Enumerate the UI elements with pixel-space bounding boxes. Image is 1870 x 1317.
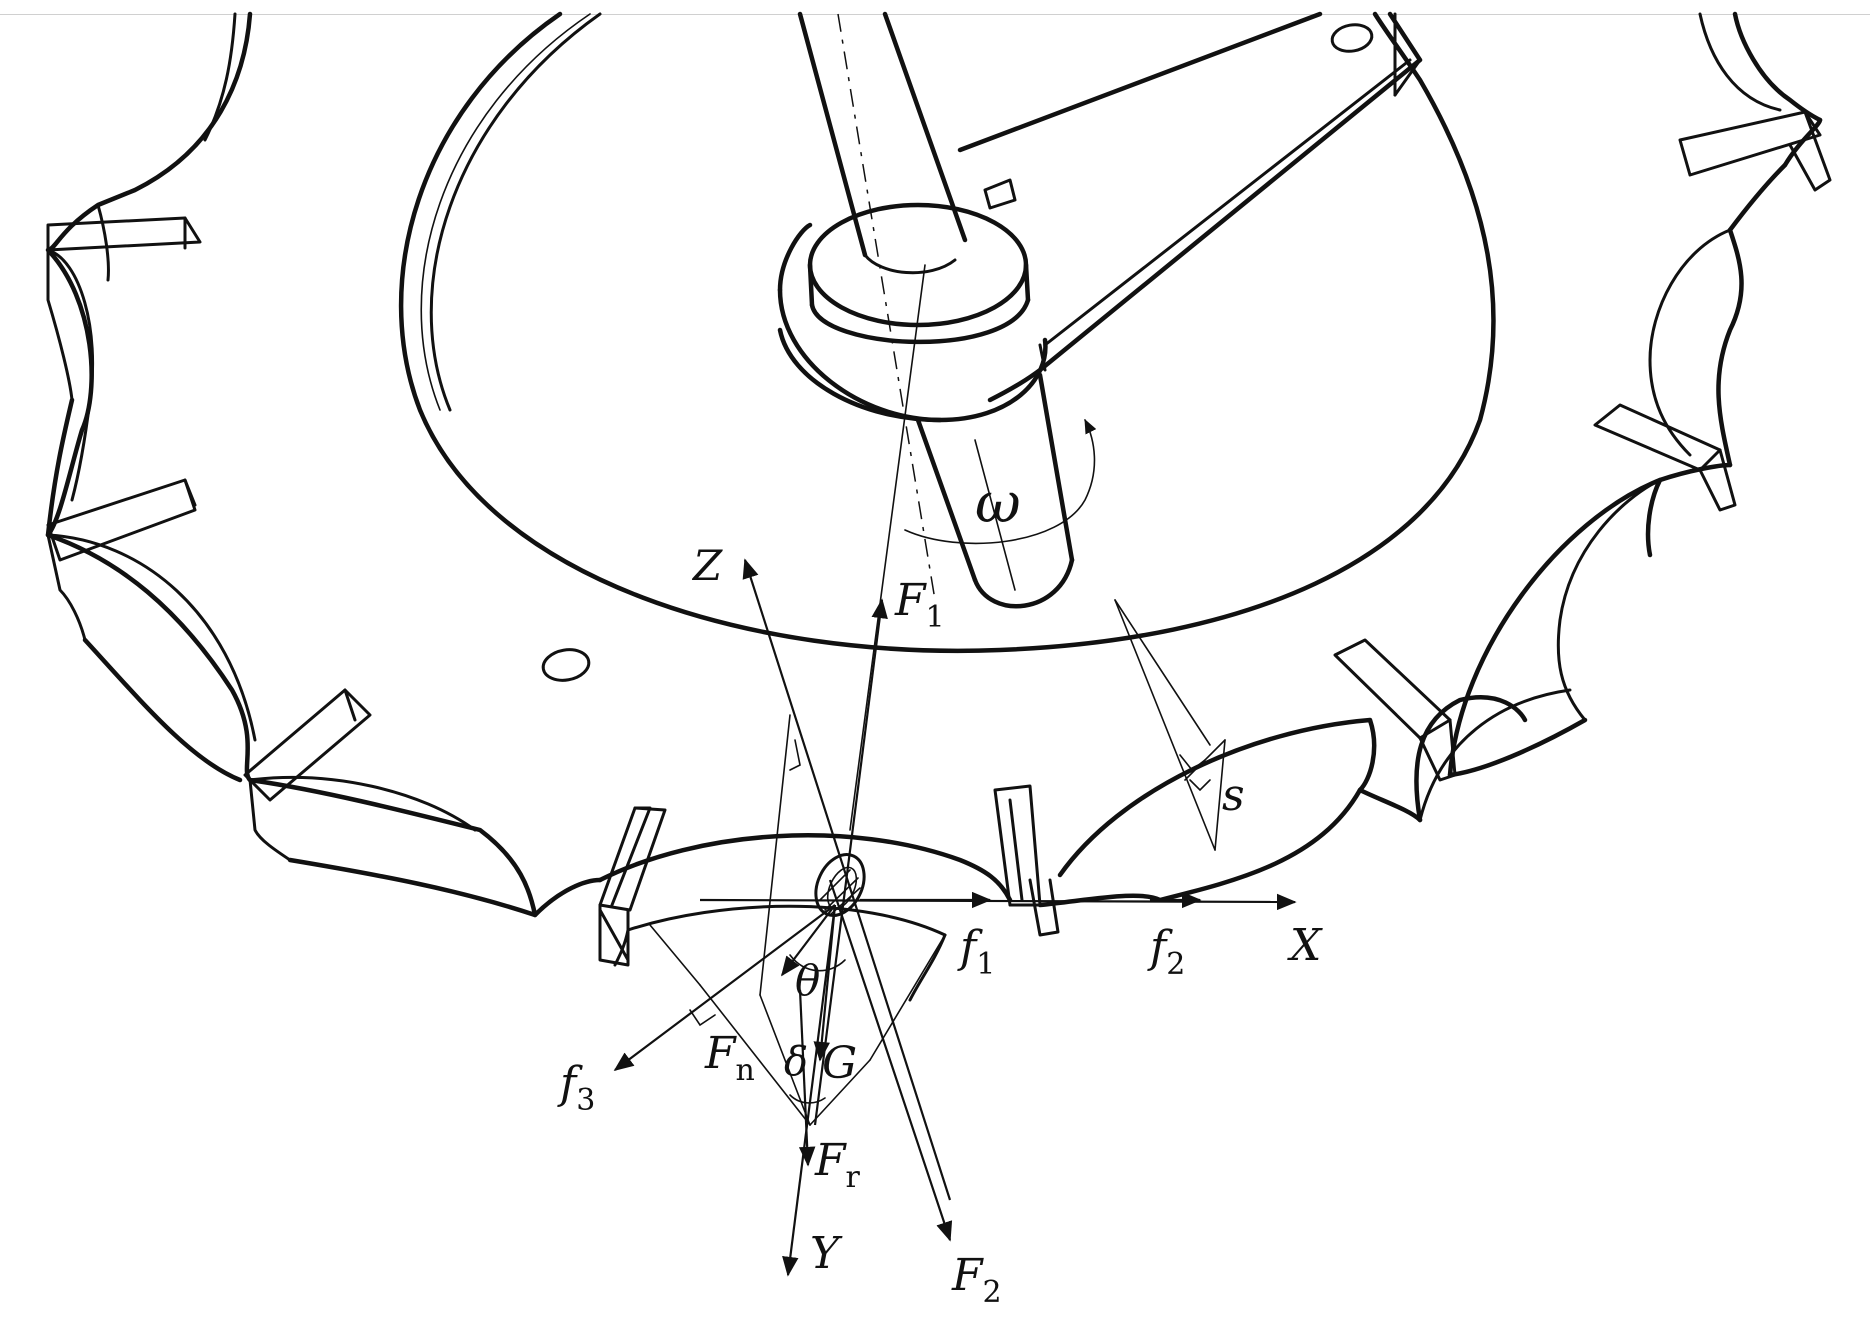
Z-axis-label: Z	[691, 541, 723, 590]
inner-disc	[398, 11, 1496, 682]
rotation-omega-arrow: ω	[904, 418, 1097, 545]
f1-label: f1	[957, 922, 995, 982]
shaft-and-hub	[777, 11, 1075, 609]
serrated-disc-outer-rim	[45, 11, 1823, 1002]
arm-bracket	[957, 11, 1423, 403]
s-label: s	[1222, 770, 1245, 821]
Fn-label: Fn	[704, 1028, 755, 1088]
Fr-label: Fr	[814, 1135, 861, 1195]
f2-label: f2	[1147, 922, 1185, 982]
X-axis-label: X	[1287, 920, 1323, 971]
cutter-teeth	[46, 110, 1832, 967]
G-label: G	[822, 1038, 857, 1089]
F2-label: F2	[951, 1250, 1002, 1310]
window-top-edge	[0, 0, 1870, 15]
theta-label: θ	[795, 956, 820, 1005]
F1-label: F1	[894, 575, 945, 635]
omega-label: ω	[975, 471, 1021, 536]
Y-axis-label: Y	[810, 1228, 843, 1279]
f3-label: f3	[557, 1058, 595, 1118]
force-vectors: Z F2 F1 X f1 f2 f3 Y G θ Fr	[557, 264, 1323, 1310]
delta-label: δ	[784, 1039, 808, 1085]
